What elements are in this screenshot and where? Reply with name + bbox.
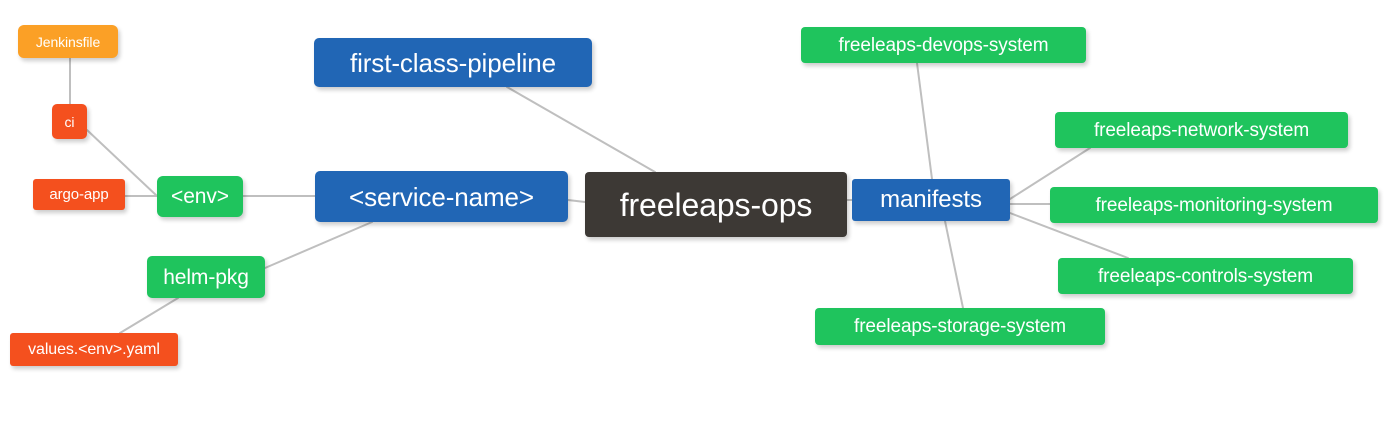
node-label: helm-pkg [163, 265, 249, 289]
node-manifests[interactable]: manifests [852, 179, 1010, 221]
node-label: <service-name> [348, 181, 535, 212]
node-values-yaml[interactable]: values.<env>.yaml [10, 333, 178, 366]
edge [506, 86, 656, 173]
node-freeleaps-monitoring-system[interactable]: freeleaps-monitoring-system [1050, 187, 1378, 223]
edge [119, 297, 179, 334]
node-ci[interactable]: ci [52, 104, 87, 139]
node-label: manifests [880, 186, 982, 213]
node-label: freeleaps-ops [619, 186, 813, 223]
node-label: freeleaps-network-system [1093, 119, 1310, 141]
node-freeleaps-storage-system[interactable]: freeleaps-storage-system [815, 308, 1105, 345]
edge [567, 199, 586, 203]
node-label: freeleaps-storage-system [854, 316, 1066, 337]
node-first-class-pipeline[interactable]: first-class-pipeline [314, 38, 592, 87]
node-helm-pkg[interactable]: helm-pkg [147, 256, 265, 298]
node-label: Jenkinsfile [35, 33, 101, 50]
edge [944, 220, 964, 309]
node-label: <env> [171, 185, 229, 208]
node-label: values.<env>.yaml [28, 340, 160, 358]
node-freeleaps-devops-system[interactable]: freeleaps-devops-system [801, 27, 1086, 63]
node-freeleaps-network-system[interactable]: freeleaps-network-system [1055, 112, 1348, 148]
node-jenkinsfile[interactable]: Jenkinsfile [18, 25, 118, 58]
node-label: freeleaps-monitoring-system [1095, 194, 1333, 216]
node-env[interactable]: <env> [157, 176, 243, 217]
node-label: freeleaps-devops-system [838, 34, 1049, 56]
node-label: freeleaps-controls-system [1097, 265, 1314, 287]
node-label: ci [64, 113, 75, 130]
edge [916, 62, 933, 180]
edge [264, 221, 373, 269]
node-freeleaps-ops[interactable]: freeleaps-ops [585, 172, 847, 237]
node-label: argo-app [49, 186, 109, 203]
node-label: first-class-pipeline [349, 47, 557, 78]
node-freeleaps-controls-system[interactable]: freeleaps-controls-system [1058, 258, 1353, 294]
node-service-name[interactable]: <service-name> [315, 171, 568, 222]
node-argo-app[interactable]: argo-app [33, 179, 125, 210]
